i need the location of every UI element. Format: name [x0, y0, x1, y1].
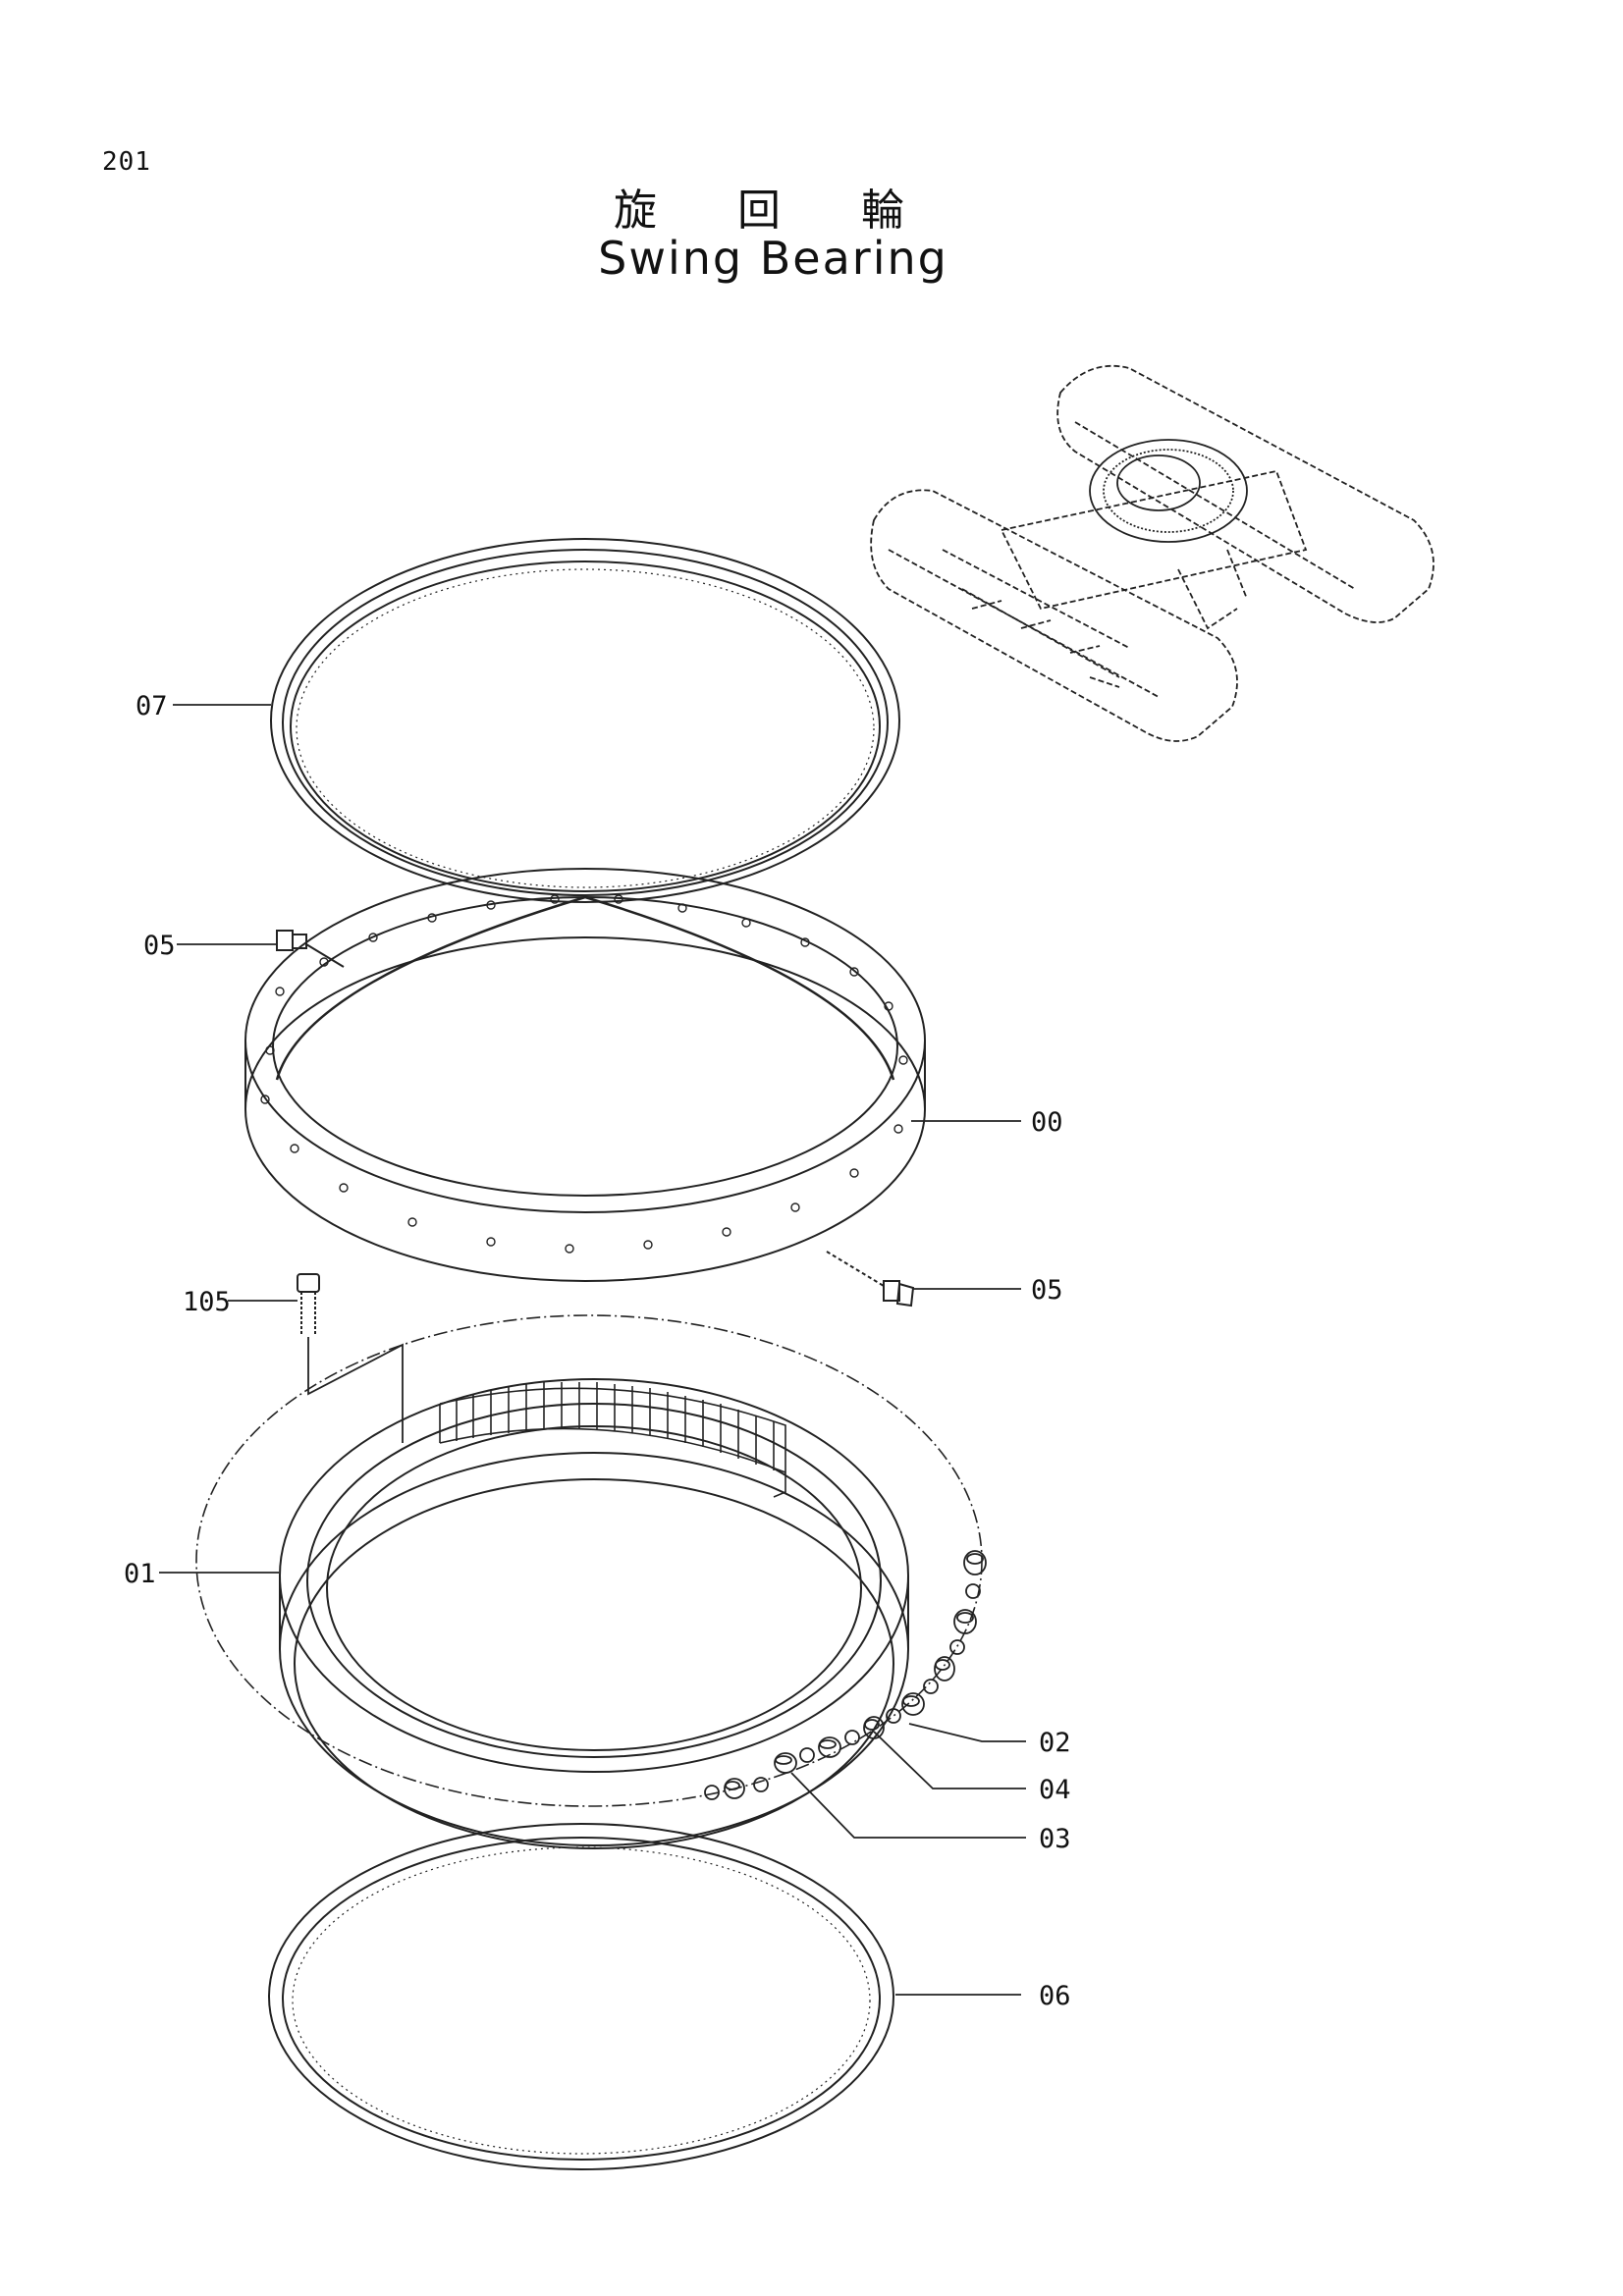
callout-03: 03: [1039, 1824, 1071, 1854]
title-english: Swing Bearing: [598, 232, 948, 285]
callout-06: 06: [1039, 1981, 1071, 2011]
seal-ring-06: [268, 1823, 894, 2170]
inner-ring-01: [195, 1314, 983, 1849]
callout-05-right: 05: [1031, 1275, 1063, 1306]
callout-01: 01: [124, 1559, 156, 1589]
callout-07: 07: [135, 691, 168, 721]
callout-00: 00: [1031, 1107, 1063, 1138]
callout-04: 04: [1039, 1775, 1071, 1805]
bolt-105: [297, 1273, 404, 1443]
callout-105: 105: [183, 1287, 231, 1317]
title-japanese: 旋 回 輪: [614, 186, 938, 236]
leader-lines: [159, 704, 1026, 1996]
seal-ring-07: [270, 538, 900, 903]
page-number: 201: [102, 147, 151, 177]
callout-02: 02: [1039, 1728, 1071, 1758]
callout-labels: 07 05 00 05 105 01 02 04 03 06: [124, 691, 1071, 2011]
undercarriage-illustration: [870, 364, 1434, 742]
rollers-and-balls: [704, 1550, 987, 1800]
grease-fitting-left: [276, 930, 345, 968]
callout-05-left: 05: [143, 931, 176, 961]
grease-fitting-right: [826, 1251, 915, 1308]
outer-ring-00: [244, 868, 926, 1282]
